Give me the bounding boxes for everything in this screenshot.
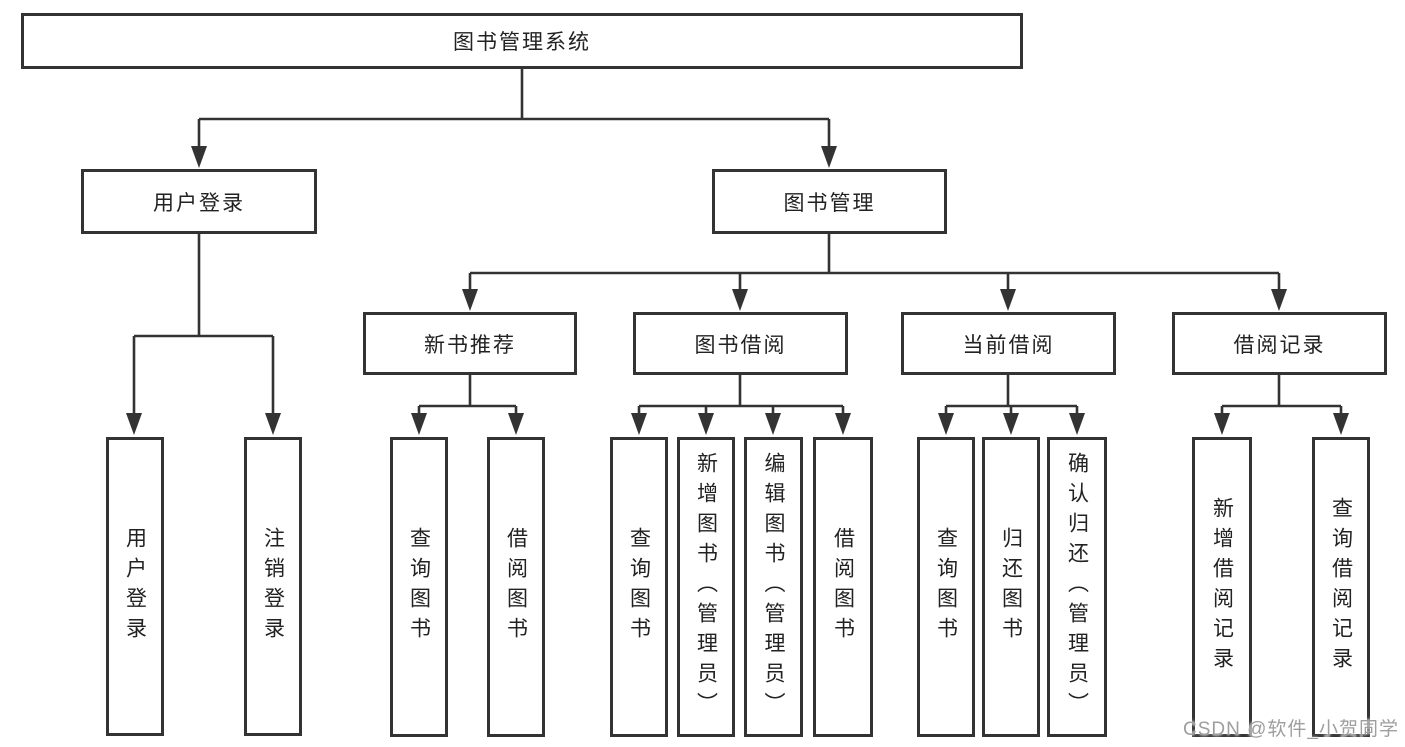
leaf-add-borrow-record: 新增借阅记录: [1192, 437, 1252, 737]
leaf-return-books: 归还图书: [982, 437, 1040, 737]
node-library-management-system: 图书管理系统: [21, 13, 1023, 69]
node-book-borrowing: 图书借阅: [633, 312, 848, 375]
leaf-add-books-admin: 新增图书（管理员）: [677, 437, 735, 737]
leaf-recommend-borrow-books: 借阅图书: [487, 437, 545, 737]
leaf-query-borrow-record: 查询借阅记录: [1312, 437, 1370, 737]
leaf-edit-books-admin: 编辑图书（管理员）: [744, 437, 803, 737]
leaf-logout: 注销登录: [244, 437, 302, 736]
leaf-confirm-return-admin: 确认归还（管理员）: [1047, 437, 1107, 737]
node-book-management: 图书管理: [712, 169, 947, 234]
node-borrowing-records: 借阅记录: [1172, 312, 1387, 375]
arrowhead-icons: [126, 146, 1349, 435]
leaf-current-query-books: 查询图书: [917, 437, 975, 737]
node-new-book-recommendation: 新书推荐: [363, 312, 577, 375]
leaf-borrowing-query-books: 查询图书: [610, 437, 668, 737]
node-current-borrowing: 当前借阅: [901, 312, 1116, 375]
csdn-watermark: CSDN @软件_小贺同学: [1183, 719, 1399, 740]
leaf-user-login: 用户登录: [106, 437, 164, 736]
leaf-borrowing-borrow-books: 借阅图书: [813, 437, 873, 737]
leaf-recommend-query-books: 查询图书: [390, 437, 448, 737]
node-user-login: 用户登录: [81, 169, 317, 234]
